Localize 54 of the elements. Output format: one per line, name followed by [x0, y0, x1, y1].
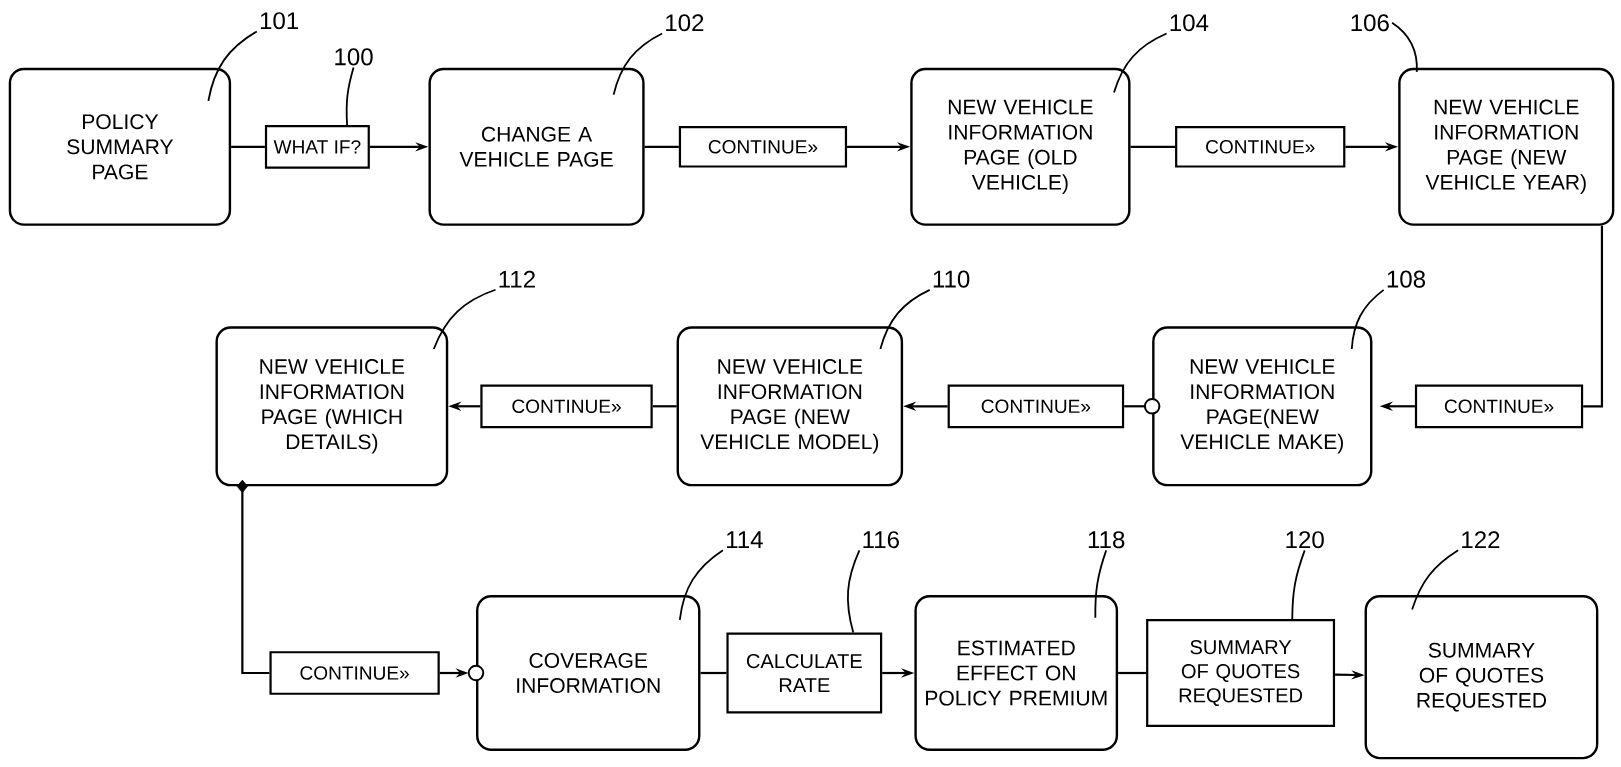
- callout-number: 102: [666, 14, 704, 32]
- button-box: CONTINUE»: [269, 651, 440, 695]
- leader-line: [207, 30, 258, 102]
- leader-line: [1113, 32, 1168, 94]
- leader-line: [432, 288, 497, 350]
- connector-line: [1118, 671, 1147, 675]
- leader-line: [1391, 21, 1418, 73]
- leader-line: [879, 288, 931, 350]
- callout-number: 120: [1286, 531, 1324, 549]
- button-box: WHAT IF?: [264, 124, 370, 169]
- leader-line: [1291, 549, 1306, 620]
- connector-line: [1124, 398, 1161, 415]
- page-box: ESTIMATED EFFECT ON POLICY PREMIUM: [914, 595, 1119, 751]
- callout-number: 114: [727, 531, 763, 548]
- connector-line: [231, 145, 265, 148]
- page-box: NEW VEHICLE INFORMATION PAGE (WHICH DETAILS): [215, 326, 449, 487]
- callout-number: 112: [499, 270, 535, 288]
- button-box: CONTINUE»: [1175, 125, 1346, 168]
- callout-number: 101: [260, 12, 299, 30]
- process-box: SUMMARY OF QUOTES REQUESTED: [1146, 618, 1336, 727]
- leader-line: [1350, 288, 1385, 350]
- callout-number: 122: [1462, 531, 1500, 549]
- button-box: CONTINUE»: [947, 384, 1125, 429]
- callout-number: 106: [1351, 14, 1389, 32]
- connector-line: [236, 479, 270, 675]
- button-box: CONTINUE»: [1414, 384, 1584, 429]
- callout-number: 118: [1088, 531, 1125, 549]
- callout-number: 108: [1387, 270, 1425, 288]
- connector-line: [1583, 225, 1604, 408]
- callout-number: 100: [335, 48, 373, 66]
- callout-number: 116: [863, 531, 899, 549]
- leader-line: [678, 549, 724, 621]
- leader-line: [345, 66, 355, 126]
- button-box: CONTINUE»: [678, 125, 848, 168]
- page-box: COVERAGE INFORMATION: [476, 595, 701, 751]
- button-box: CONTINUE»: [480, 384, 653, 429]
- leader-line: [1094, 549, 1108, 619]
- callout-number: 110: [933, 270, 970, 288]
- connector-line: [644, 145, 679, 148]
- leader-line: [846, 549, 861, 634]
- process-box: CALCULATE RATE: [726, 632, 883, 714]
- page-box: NEW VEHICLE INFORMATION PAGE (OLD VEHICLE): [910, 67, 1131, 226]
- leader-line: [612, 32, 663, 96]
- page-box: NEW VEHICLE INFORMATION PAGE (NEW VEHICLE MODEL): [676, 326, 904, 487]
- connector-line: [700, 671, 727, 675]
- page-box: CHANGE A VEHICLE PAGE: [428, 67, 645, 226]
- connector-line: [652, 405, 677, 408]
- leader-line: [1411, 549, 1460, 611]
- page-box: SUMMARY OF QUOTES REQUESTED: [1364, 594, 1599, 760]
- page-box: NEW VEHICLE INFORMATION PAGE(NEW VEHICLE MAKE): [1152, 326, 1373, 487]
- connector-line: [1130, 145, 1176, 148]
- page-box: NEW VEHICLE INFORMATION PAGE (NEW VEHICLE YEAR): [1398, 67, 1615, 226]
- callout-number: 104: [1170, 14, 1209, 32]
- page-box: POLICY SUMMARY PAGE: [8, 67, 232, 226]
